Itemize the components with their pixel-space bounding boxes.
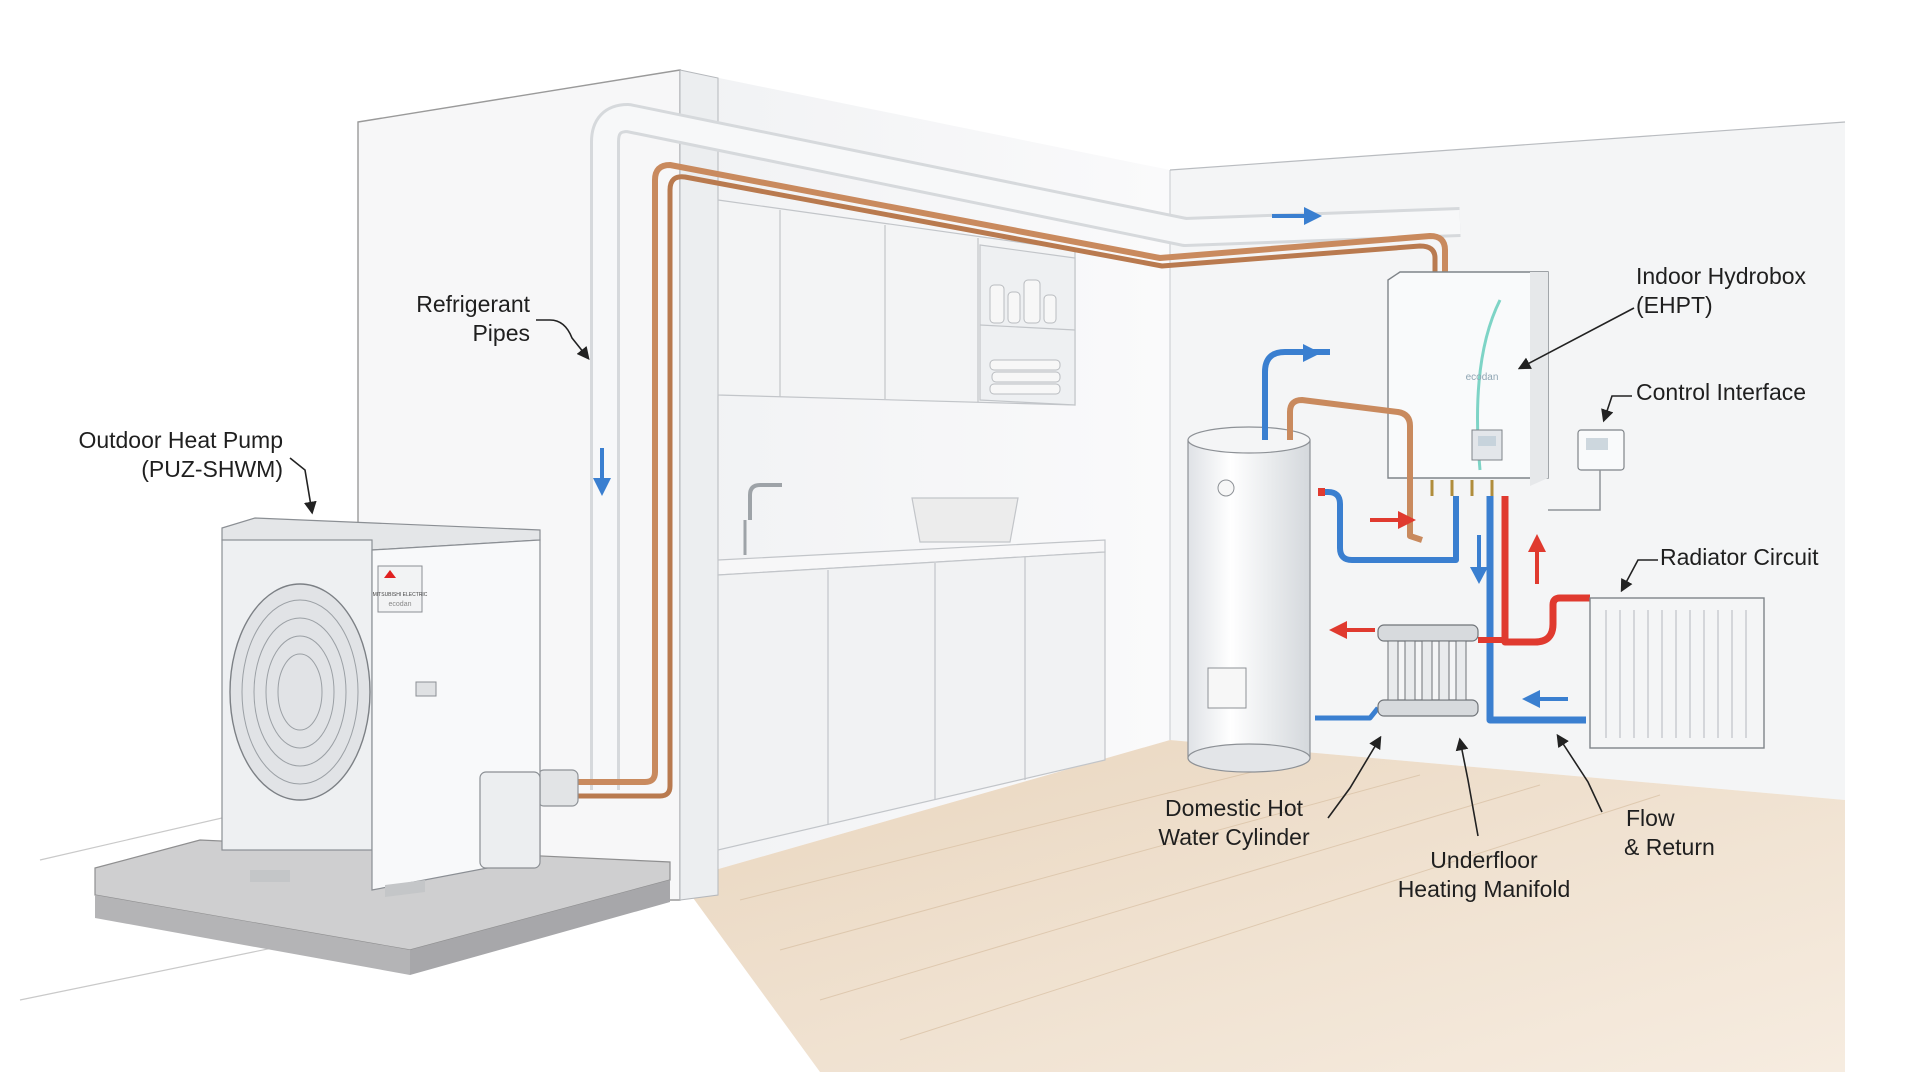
label-underfloor-heating-manifold: Underfloor Heating Manifold [1397,847,1571,902]
arrow-left-icon [1522,690,1568,708]
arrow-right-icon [1370,511,1416,529]
arrow-down-icon [593,448,611,496]
outdoor-product-text: ecodan [389,601,412,608]
brand-badge [377,565,423,613]
fan-grille [229,583,371,801]
label-radiator-circuit: Radiator Circuit [1660,544,1819,570]
outdoor-brand-text: MITSUBISHI ELECTRIC [373,592,428,598]
flow-arrows [593,207,1568,708]
arrow-right-icon [1272,207,1322,225]
control-interface-panel [1548,429,1625,511]
arrow-left-icon [1329,621,1375,639]
shelf-items [989,279,1061,395]
label-indoor-hydrobox: Indoor Hydrobox (EHPT) [1636,263,1807,318]
leader-lines [289,307,1658,837]
underfloor-manifold [1377,624,1479,717]
pipe-cover [479,771,541,869]
indoor-hydrobox [1387,271,1549,496]
arrow-down-icon [1470,535,1488,584]
laundry-basket [911,497,1019,543]
label-refrigerant-pipes: Refrigerant Pipes [416,291,530,346]
outdoor-heat-pump-unit [221,517,541,897]
arrow-up-icon [1528,534,1546,584]
radiator [1589,597,1765,749]
label-flow-and-return: Flow & Return [1624,805,1715,860]
utility-cabinets [717,199,1106,851]
floor [680,740,1845,1072]
hydrobox-product-text: ecodan [1466,372,1499,383]
label-outdoor-heat-pump: Outdoor Heat Pump (PUZ-SHWM) [78,427,283,482]
arrow-right-icon [1275,344,1321,362]
label-domestic-hot-water-cylinder: Domestic Hot Water Cylinder [1158,795,1310,850]
hot-water-cylinder [1187,426,1311,773]
refrigerant-pipe-run [537,103,1461,807]
label-control-interface: Control Interface [1636,379,1807,405]
